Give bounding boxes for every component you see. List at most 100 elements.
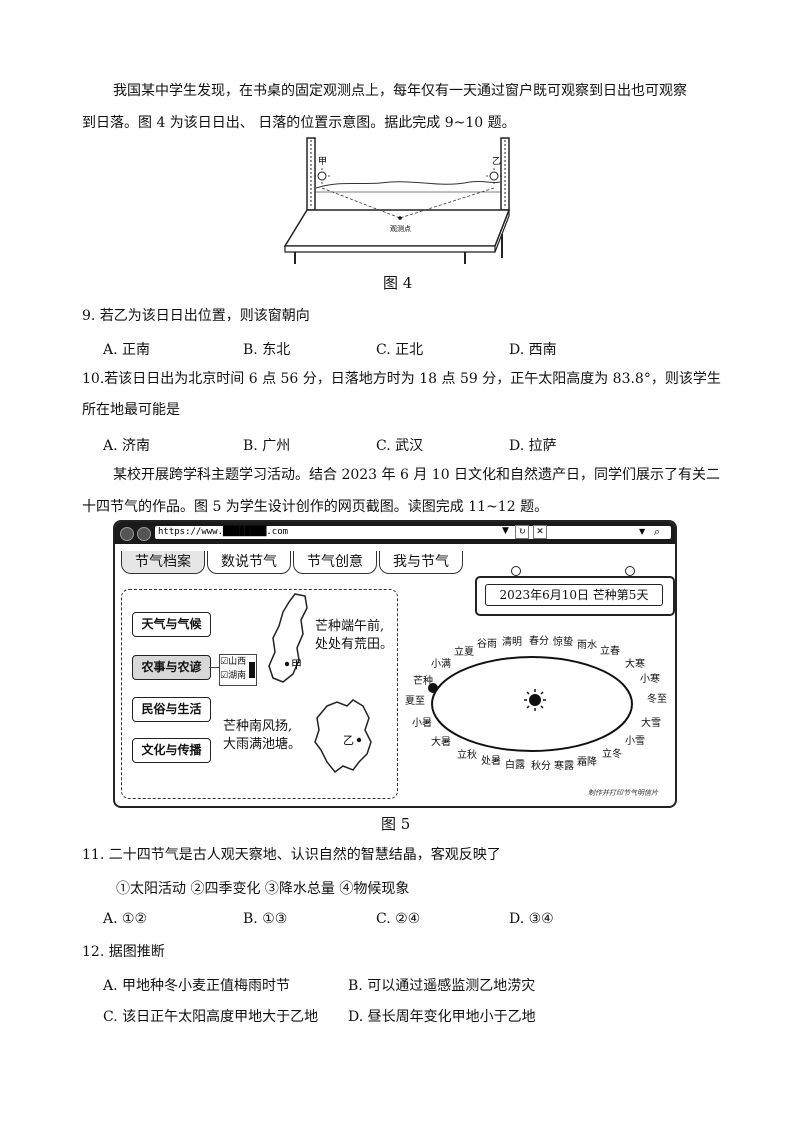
refresh-icon[interactable]: ↻ (515, 525, 529, 539)
proverb-1-line1: 芒种端午前, (315, 619, 385, 634)
proverb-2: 芒种南风扬, 大雨满池塘。 (223, 718, 301, 754)
q12-stem: 12. 据图推断 (82, 944, 165, 960)
figure-4-window-diagram: 甲 乙 观测点 (283, 137, 511, 264)
term-xiaoman: 小满 (431, 659, 451, 670)
q9-stem: 9. 若乙为该日日出位置，则该窗朝向 (82, 308, 310, 324)
browser-toolbar: https://www.████████.com ▼ ↻ ✕ ▼ ⌕ (115, 522, 675, 544)
search-box[interactable]: ▼ ⌕ (551, 525, 671, 539)
intro1-line2: 到日落。图 4 为该日日出、 日落的位置示意图。据此完成 9~10 题。 (82, 115, 516, 131)
q12-option-c: C. 该日正午太阳高度甲地大于乙地 (103, 1009, 319, 1025)
proverb-1-line2: 处处有荒田。 (315, 637, 394, 652)
figure-4-caption: 图 4 (383, 274, 413, 292)
q9-option-d: D. 西南 (509, 342, 557, 358)
dropdown-icon[interactable]: ▼ (502, 526, 509, 536)
term-qingming: 清明 (502, 637, 522, 648)
fig4-label-yi: 乙 (492, 156, 501, 167)
search-dropdown-icon[interactable]: ▼ (639, 527, 646, 536)
term-lichun: 立春 (600, 646, 620, 657)
tab-data[interactable]: 数说节气 (207, 551, 291, 574)
q11-items: ①太阳活动 ②四季变化 ③降水总量 ④物候现象 (116, 881, 410, 897)
q11-option-c: C. ②④ (376, 911, 421, 927)
term-lidong: 立冬 (602, 749, 622, 760)
q12-option-a: A. 甲地种冬小麦正值梅雨时节 (103, 978, 291, 994)
q11-stem: 11. 二十四节气是古人观天察地、认识自然的智慧结晶，客观反映了 (82, 847, 501, 863)
intro2-line1: 某校开展跨学科主题学习活动。结合 2023 年 6 月 10 日文化和自然遗产日… (113, 467, 721, 483)
button-culture[interactable]: 文化与传播 (132, 738, 211, 763)
term-liqiu: 立秋 (457, 750, 477, 761)
tab-creative[interactable]: 节气创意 (293, 551, 377, 574)
tab-archive[interactable]: 节气档案 (121, 551, 205, 574)
q12-option-b: B. 可以通过遥感监测乙地涝灾 (348, 978, 536, 994)
figure-5-webpage: https://www.████████.com ▼ ↻ ✕ ▼ ⌕ 节气档案 … (113, 520, 677, 808)
archive-panel (121, 589, 398, 799)
forward-icon[interactable] (137, 527, 151, 541)
term-dongzhi: 冬至 (647, 694, 667, 705)
button-folk-life[interactable]: 民俗与生活 (132, 697, 211, 722)
hunan-map: 乙 (314, 699, 372, 774)
term-xiaoshu: 小暑 (412, 718, 432, 729)
figure-5-caption: 图 5 (381, 815, 411, 833)
url-bar[interactable]: https://www.████████.com (155, 526, 598, 539)
proverb-2-line1: 芒种南风扬, (223, 719, 293, 734)
term-chunfen: 春分 (529, 636, 549, 647)
button-farming-proverb[interactable]: 农事与农谚 (132, 655, 211, 680)
checkbox-hunan[interactable]: ☑湖南 (220, 671, 247, 681)
sun-icon (524, 689, 546, 711)
q10-option-b: B. 广州 (243, 438, 291, 454)
term-xiaohan: 小寒 (640, 674, 660, 685)
term-mangzhong: 芒种 (413, 676, 433, 687)
proverb-1: 芒种端午前, 处处有荒田。 (315, 618, 393, 654)
fig4-label-jia: 甲 (318, 156, 327, 167)
checklist-connector (209, 667, 219, 668)
term-daxue: 大雪 (641, 718, 661, 729)
term-xiazhi: 夏至 (405, 696, 425, 707)
checklist-scroll-handle[interactable] (249, 662, 255, 678)
q10-stem-line1: 10.若该日日出为北京时间 6 点 56 分，日落地方时为 18 点 59 分，… (82, 371, 721, 387)
term-dashu: 大暑 (431, 737, 451, 748)
print-postcard-link[interactable]: 制作并打印节气明信片 (588, 789, 658, 797)
q10-option-a: A. 济南 (103, 438, 151, 454)
q10-option-c: C. 武汉 (376, 438, 424, 454)
q9-option-c: C. 正北 (376, 342, 424, 358)
q11-option-a: A. ①② (103, 911, 148, 927)
date-board: 2023年6月10日 芒种第5天 (475, 576, 675, 616)
q10-stem-line2: 所在地最可能是 (82, 402, 180, 418)
close-icon[interactable]: ✕ (533, 525, 547, 539)
intro1-line1: 我国某中学生发现，在书桌的固定观测点上，每年仅有一天通过窗户既可观察到日出也可观… (113, 83, 687, 99)
solar-term-orbit (428, 656, 633, 752)
q10-option-d: D. 拉萨 (509, 438, 557, 454)
url-text: https://www.████████.com (158, 527, 289, 537)
map-label-jia: 甲 (291, 658, 302, 671)
board-pin-right (625, 566, 635, 576)
term-guyu: 谷雨 (477, 639, 497, 650)
term-bailu: 白露 (505, 760, 525, 771)
search-icon[interactable]: ⌕ (654, 525, 661, 538)
date-board-text: 2023年6月10日 芒种第5天 (485, 584, 663, 606)
term-dahan: 大寒 (625, 659, 645, 670)
back-icon[interactable] (120, 527, 134, 541)
q9-option-a: A. 正南 (103, 342, 151, 358)
shanxi-map: 甲 (268, 593, 308, 683)
observation-point-label: 观测点 (390, 225, 411, 233)
checkbox-shanxi[interactable]: ☑山西 (220, 657, 247, 667)
sun-jia-icon (314, 168, 330, 184)
map-label-yi: 乙 (343, 734, 354, 747)
q11-option-d: D. ③④ (509, 911, 554, 927)
proverb-2-line2: 大雨满池塘。 (223, 737, 302, 752)
button-weather-climate[interactable]: 天气与气候 (132, 612, 211, 637)
q9-option-b: B. 东北 (243, 342, 291, 358)
intro2-line2: 十四节气的作品。图 5 为学生设计创作的网页截图。读图完成 11~12 题。 (82, 499, 549, 515)
term-qiufen: 秋分 (531, 761, 551, 772)
term-lixia: 立夏 (454, 647, 474, 658)
q12-option-d: D. 昼长周年变化甲地小于乙地 (348, 1009, 536, 1025)
q11-option-b: B. ①③ (243, 911, 288, 927)
term-chushu: 处暑 (481, 756, 501, 767)
tab-me[interactable]: 我与节气 (379, 551, 463, 574)
term-jingzhe: 惊蛰 (553, 637, 573, 648)
term-xiaoxue: 小雪 (625, 736, 645, 747)
term-hanlu: 寒露 (554, 761, 574, 772)
term-yushui: 雨水 (577, 640, 597, 651)
board-pin-left (511, 566, 521, 576)
sun-yi-icon (486, 168, 502, 184)
term-shuangjiang: 霜降 (577, 757, 597, 768)
